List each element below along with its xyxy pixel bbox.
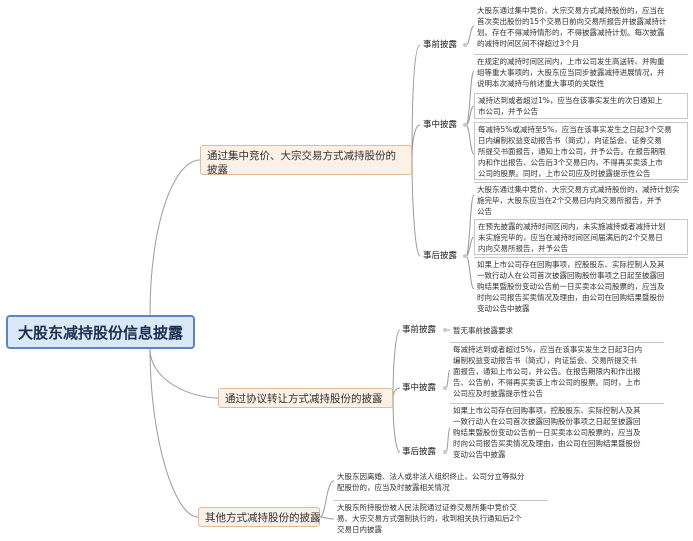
leaf-b1-mid-1: 在规定的减持时间区间内，上市公司发生高送转、并购重 组等重大事项的，大股东应当同… xyxy=(474,54,688,90)
expand-dot-icon xyxy=(463,43,467,47)
branch-label: 通过协议转让方式减持股份的披露 xyxy=(225,393,383,405)
expand-dot-icon xyxy=(443,450,447,454)
leaf-line: 的减持时间区间不得超过3个月 xyxy=(477,39,580,48)
phase-b2-post: 事后披露 xyxy=(402,447,437,457)
leaf-b1-post-1: 大股东通过集中竞价、大宗交易方式减持股份的，减持计划实 施完毕，大股东应当在2个… xyxy=(474,182,688,217)
leaf-line: 内和作出报告、公告后3个交易日内，不得再买卖该上市 xyxy=(478,158,663,167)
branch-other-methods: 其他方式减持股份的披露 xyxy=(198,507,321,527)
leaf-b1-pre-1: 大股东通过集中竞价、大宗交易方式减持股份的，应当在 首次卖出股份的15个交易日前… xyxy=(474,4,688,50)
link-b2-phase-post xyxy=(392,397,401,453)
link-b1-mid-leaf3 xyxy=(465,124,475,155)
leaf-line: 说明本次减持与前述重大事项的关联性 xyxy=(477,79,605,88)
leaf-line: 时向公司报告买卖情况及理由，由公司在回购结果暨股份 xyxy=(453,439,641,448)
leaf-line: 面报告，通知上市公司，并公告。在报告期限内和作出报 xyxy=(453,367,641,376)
link-b1-phase-pre xyxy=(411,44,421,161)
leaf-line: 首次卖出股份的15个交易日前向交易所报告并披露减持计 xyxy=(477,17,667,26)
leaf-b1-mid-3: 每减持5%或减持至5%，应当在该事实发生之日起3个交易 日内编制权益变动报告书（… xyxy=(474,122,688,180)
leaf-line: 日内编制权益变动报告书（简式），向证监会、证券交易 xyxy=(478,136,662,145)
link-b2-phase-pre xyxy=(392,329,401,399)
leaf-line: 在预先披露的减持时间区间内，未实施减持或者减持计划 xyxy=(478,222,666,231)
leaf-b1-mid-2: 减持达到或者超过1%，应当在该事实发生的次日通知上 市公司，并予公告 xyxy=(474,93,688,119)
phase-b1-mid: 事中披露 xyxy=(423,120,458,130)
leaf-line: 减持达到或者超过1%，应当在该事实发生的次日通知上 xyxy=(478,96,663,105)
leaf-line: 所提交书面报告，通知上市公司，并予公告。在报告期限 xyxy=(478,147,666,156)
expand-dot-icon xyxy=(443,386,447,390)
link-b1-post-leaf3 xyxy=(465,255,475,290)
link-b1-phase-post xyxy=(411,159,421,257)
leaf-line: 大股东通过集中竞价、大宗交易方式减持股份的，应当在 xyxy=(477,6,665,15)
leaf-line: 配股份的，应当及时披露相关情况 xyxy=(337,483,450,492)
leaf-line: 暂无事前披露要求 xyxy=(453,326,513,335)
leaf-line: 变动公告中披露 xyxy=(453,450,506,459)
expand-dot-icon xyxy=(463,254,467,258)
leaf-line: 大股东通过集中竞价、大宗交易方式减持股份的，减持计划实 xyxy=(477,185,680,194)
leaf-line: 时向公司报告买卖情况及理由，由公司在回购结果暨股份 xyxy=(477,293,665,302)
leaf-b2-post-1: 如果上市公司存在回购事项，控股股东、实际控制人及其 一致行动人在公司首次披露回购… xyxy=(450,403,664,461)
leaf-line: 变动公告中披露 xyxy=(477,304,530,313)
leaf-line: 大股东因离婚、法人或非法人组织终止、公司分立等拟分 xyxy=(337,472,525,481)
leaf-line: 购结果暨股份变动公告前一日买卖本公司股票的，应当及 xyxy=(477,282,665,291)
leaf-line: 每减持5%或减持至5%，应当在该事实发生之日起3个交易 xyxy=(478,125,672,134)
link-root-branch2 xyxy=(149,348,219,399)
leaf-line: 划。存在不得减持情形的，不得披露减持计划。每次披露 xyxy=(477,28,665,37)
leaf-line: 市公司，并予公告 xyxy=(478,107,538,116)
leaf-b3-2: 大股东所持股份被人民法院通过证券交易所集中竞价交 易、大宗交易方式强制执行的，收… xyxy=(334,500,548,536)
leaf-b2-pre-1: 暂无事前披露要求 xyxy=(450,324,570,337)
link-b3-leaf1 xyxy=(319,480,335,518)
link-b1-pre-leaf xyxy=(465,25,475,46)
leaf-line: 易、大宗交易方式强制执行的，收到相关执行通知后2个 xyxy=(337,514,522,523)
leaf-b1-post-3: 如果上市公司存在回购事项，控股股东、实际控制人及其 一致行动人在公司首次披露回购… xyxy=(474,257,688,315)
leaf-line: 公司应及时披露提示性公告 xyxy=(453,389,543,398)
leaf-line: 告、公告前，不得再买卖该上市公司的股票。同时，上市 xyxy=(453,378,641,387)
leaf-line: 公司的股票。同时，上市公司应及时披露提示性公告 xyxy=(478,169,651,178)
leaf-line: 如果上市公司存在回购事项，控股股东、实际控制人及其 xyxy=(477,260,665,269)
branch-label: 其他方式减持股份的披露 xyxy=(205,512,321,524)
expand-dot-icon xyxy=(443,328,447,332)
leaf-line: 大股东所持股份被人民法院通过证券交易所集中竞价交 xyxy=(337,503,517,512)
link-b2-phase-mid xyxy=(392,387,401,399)
leaf-line: 组等重大事项的，大股东应当同步披露减持进展情况，并 xyxy=(477,68,665,77)
leaf-line: 交易日内披露 xyxy=(337,525,382,534)
phase-b2-mid: 事中披露 xyxy=(402,383,437,393)
link-root-branch1 xyxy=(149,159,201,316)
leaf-line: 内向交易所报告，并予公告 xyxy=(478,244,568,253)
leaf-line: 编制权益变动报告书（简式），向证监会、交易所提交书 xyxy=(453,356,637,365)
root-node: 大股东减持股份信息披露 xyxy=(6,315,195,349)
leaf-line: 公告 xyxy=(477,207,492,216)
leaf-b2-mid-1: 每减持达到或者超过5%，应当在该事实发生之日起3日内 编制权益变动报告书（简式）… xyxy=(450,342,664,400)
leaf-b3-1: 大股东因离婚、法人或非法人组织终止、公司分立等拟分 配股份的，应当及时披露相关情… xyxy=(334,470,548,494)
phase-b2-pre: 事前披露 xyxy=(402,325,437,335)
expand-dot-icon xyxy=(463,123,467,127)
link-root-branch3 xyxy=(149,348,199,518)
link-b1-post-leaf1 xyxy=(465,194,475,257)
leaf-b1-post-2: 在预先披露的减持时间区间内，未实施减持或者减持计划 未实施完毕的，应当在减持时间… xyxy=(474,219,688,255)
link-b3-leaf2 xyxy=(319,516,335,520)
leaf-line: 在规定的减持时间区间内，上市公司发生高送转、并购重 xyxy=(477,57,665,66)
branch-label: 通过集中竞价、大宗交易方式减持股份的披露 xyxy=(207,150,396,176)
leaf-line: 每减持达到或者超过5%，应当在该事实发生之日起3日内 xyxy=(453,345,643,354)
leaf-line: 一致行动人在公司首次披露回购股份事项之日起至披露回 xyxy=(453,417,641,426)
leaf-line: 一致行动人在公司首次披露回购股份事项之日起至披露回 xyxy=(477,271,665,280)
leaf-line: 购结果暨股份变动公告前一日买卖本公司股票的，应当及 xyxy=(453,428,641,437)
leaf-line: 未实施完毕的，应当在减持时间区间届满后的2个交易日 xyxy=(478,233,663,242)
link-b1-phase-mid xyxy=(411,124,421,161)
leaf-line: 施完毕，大股东应当在2个交易日内向交易所报告，并予 xyxy=(477,196,662,205)
branch-agreement-transfer: 通过协议转让方式减持股份的披露 xyxy=(218,388,393,408)
root-label: 大股东减持股份信息披露 xyxy=(17,323,183,342)
branch-concentrated-bidding: 通过集中竞价、大宗交易方式减持股份的披露 xyxy=(200,145,412,176)
phase-b1-pre: 事前披露 xyxy=(423,40,458,50)
phase-b1-post: 事后披露 xyxy=(423,251,458,261)
leaf-line: 如果上市公司存在回购事项，控股股东、实际控制人及其 xyxy=(453,406,641,415)
